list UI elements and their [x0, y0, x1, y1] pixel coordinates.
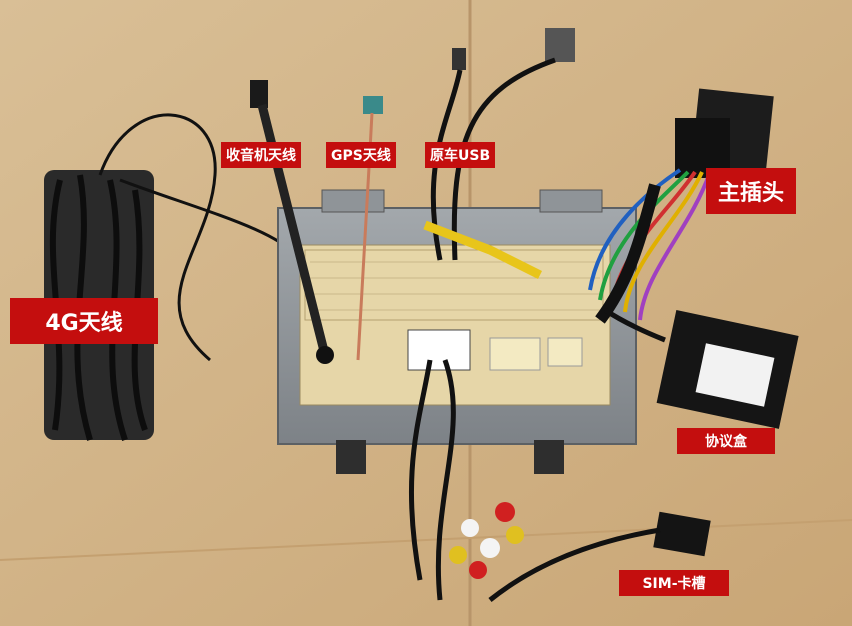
yellow-rca-cable [423, 220, 543, 280]
antenna-4g-label: 4G天线 [10, 298, 158, 344]
main-connector-harness [588, 88, 774, 324]
sim-slot-cable [488, 511, 711, 602]
cardboard-seam-2 [0, 519, 852, 561]
rca-cable-bundle [408, 359, 524, 601]
protocol-box-label: 协议盒 [677, 428, 775, 454]
gps-antenna-label: GPS天线 [326, 142, 396, 168]
protocol-box [603, 307, 799, 429]
original-usb-label: 原车USB [425, 142, 496, 168]
main-connector-label: 主插头 [706, 168, 797, 214]
radio-antenna-label: 收音机天线 [221, 142, 301, 168]
sim-slot-label: SIM-卡槽 [619, 570, 729, 596]
